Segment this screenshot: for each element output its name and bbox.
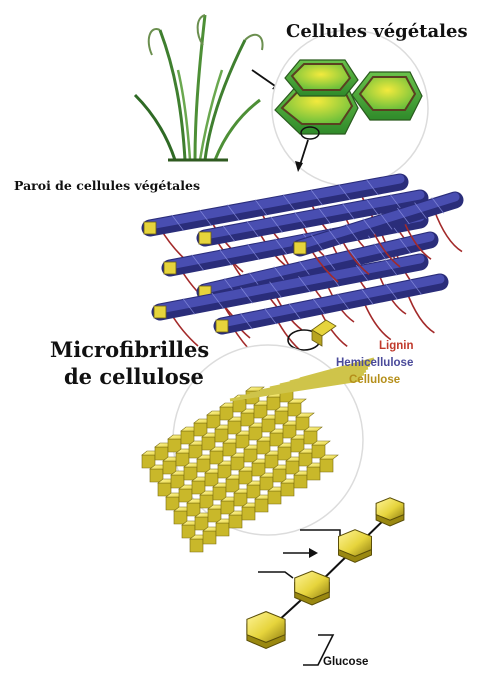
glucan-chain-cube — [218, 465, 231, 478]
glucan-chain-cube — [275, 411, 288, 424]
glucan-chain-cube — [262, 419, 275, 432]
glucan-chain-cube — [216, 523, 229, 536]
glucan-chain-cube — [150, 469, 163, 482]
cellulose-core — [216, 320, 228, 332]
glucan-chain-cube — [228, 421, 241, 434]
glucan-chain-cube — [249, 427, 262, 440]
glucan-chain-cube — [208, 509, 221, 522]
glucan-chain-cube — [158, 483, 171, 496]
glucan-chain-cube — [244, 449, 257, 462]
glucan-chain-cube — [166, 497, 179, 510]
glucan-chain-cube — [283, 425, 296, 438]
glucan-chain-cube — [197, 459, 210, 472]
legend-lignin: Lignin — [379, 340, 414, 352]
glucan-chain-cube — [281, 483, 294, 496]
glucan-chain-cube — [202, 437, 215, 450]
glucan-chain-cube — [239, 471, 252, 484]
glucan-chain-cube — [184, 467, 197, 480]
cellulose-core — [199, 232, 211, 244]
glucan-chain-cube — [187, 503, 200, 516]
legend-cellulose: Cellulose — [349, 374, 400, 386]
glucan-chain-cube — [182, 525, 195, 538]
cellulose-core — [294, 242, 306, 254]
glucan-chain-cube — [233, 399, 246, 412]
glucan-chain-cube — [288, 403, 301, 416]
glucan-chain-cube — [320, 459, 333, 472]
glucan-chain-cube — [270, 433, 283, 446]
glucan-chain-cube — [265, 455, 278, 468]
glucan-chain-cube — [234, 493, 247, 506]
glucan-chain-cube — [176, 453, 189, 466]
lignin-strand — [406, 291, 434, 333]
glucan-chain-cube — [194, 423, 207, 436]
glucan-chain-cube — [294, 475, 307, 488]
glucan-chain-cube — [200, 495, 213, 508]
cellulose-core — [164, 262, 176, 274]
glucan-chain-cube — [304, 431, 317, 444]
glucan-chain-cube — [213, 487, 226, 500]
glucan-chain-cube — [163, 461, 176, 474]
glucan-chain-cube — [171, 475, 184, 488]
glucan-chain-cube — [286, 461, 299, 474]
glucan-chain-cube — [252, 463, 265, 476]
glucan-chain-cube — [190, 539, 203, 552]
glucan-chain-cube — [221, 501, 234, 514]
glucan-chain-cube — [260, 477, 273, 490]
glucan-chain-cube — [207, 415, 220, 428]
cell-wall-fibers — [144, 179, 462, 360]
glucan-chain-cube — [255, 499, 268, 512]
label-glucose: Glucose — [323, 656, 368, 668]
glucan-chain-cube — [241, 413, 254, 426]
glucan-chain-cube — [205, 473, 218, 486]
glucan-chain-cube — [155, 447, 168, 460]
label-plant-cells: Cellules végétales — [286, 21, 468, 42]
glucan-chain-cube — [203, 531, 216, 544]
glucan-chain-cube — [273, 469, 286, 482]
glucan-chain-cube — [229, 515, 242, 528]
cellulose-core — [154, 306, 166, 318]
glucan-chain-cube — [247, 485, 260, 498]
glucan-chain-cube — [307, 467, 320, 480]
glucan-chain-cube — [181, 431, 194, 444]
lignin-strand — [434, 210, 462, 252]
glucan-chain-cube — [231, 457, 244, 470]
glucan-chain-cube — [142, 455, 155, 468]
glucan-chain-cube — [267, 397, 280, 410]
glucan-chain-cube — [236, 435, 249, 448]
label-microfibrils-line2: de cellulose — [64, 364, 204, 389]
glucan-chain-cube — [223, 443, 236, 456]
plant-cells-illustration — [272, 30, 428, 186]
legend-hemicellulose: Hemicellulose — [336, 357, 413, 369]
glucan-chain-cube — [268, 491, 281, 504]
grass-plant-illustration — [135, 15, 263, 160]
glucan-chain-cube — [179, 489, 192, 502]
glucan-chain-cube — [215, 429, 228, 442]
label-cell-wall: Paroi de cellules végétales — [14, 178, 200, 193]
bracket-arrow-2 — [258, 572, 293, 578]
lignin-strand — [363, 300, 391, 340]
bracket-arrow-1 — [283, 530, 340, 558]
cellulose-core — [144, 222, 156, 234]
glucan-chain-cube — [299, 453, 312, 466]
glucan-chain-cube — [220, 407, 233, 420]
cellulose-fibril-sample — [312, 320, 336, 346]
glucan-chain-cube — [174, 511, 187, 524]
glucan-chain-cube — [226, 479, 239, 492]
glucan-chain-cube — [278, 447, 291, 460]
glucan-chain-cube — [254, 405, 267, 418]
glucan-chain-cube — [242, 507, 255, 520]
glucan-chain-cube — [189, 445, 202, 458]
glucan-chain-cube — [210, 451, 223, 464]
glucan-chain-cube — [168, 439, 181, 452]
glucan-chain-cube — [291, 439, 304, 452]
glucan-chain-cube — [195, 517, 208, 530]
glucan-chain-cube — [257, 441, 270, 454]
label-microfibrils-line1: Microfibrilles — [50, 337, 209, 362]
glucan-chain-cube — [312, 445, 325, 458]
glucan-chain-cube — [296, 417, 309, 430]
glucan-chain-cube — [192, 481, 205, 494]
